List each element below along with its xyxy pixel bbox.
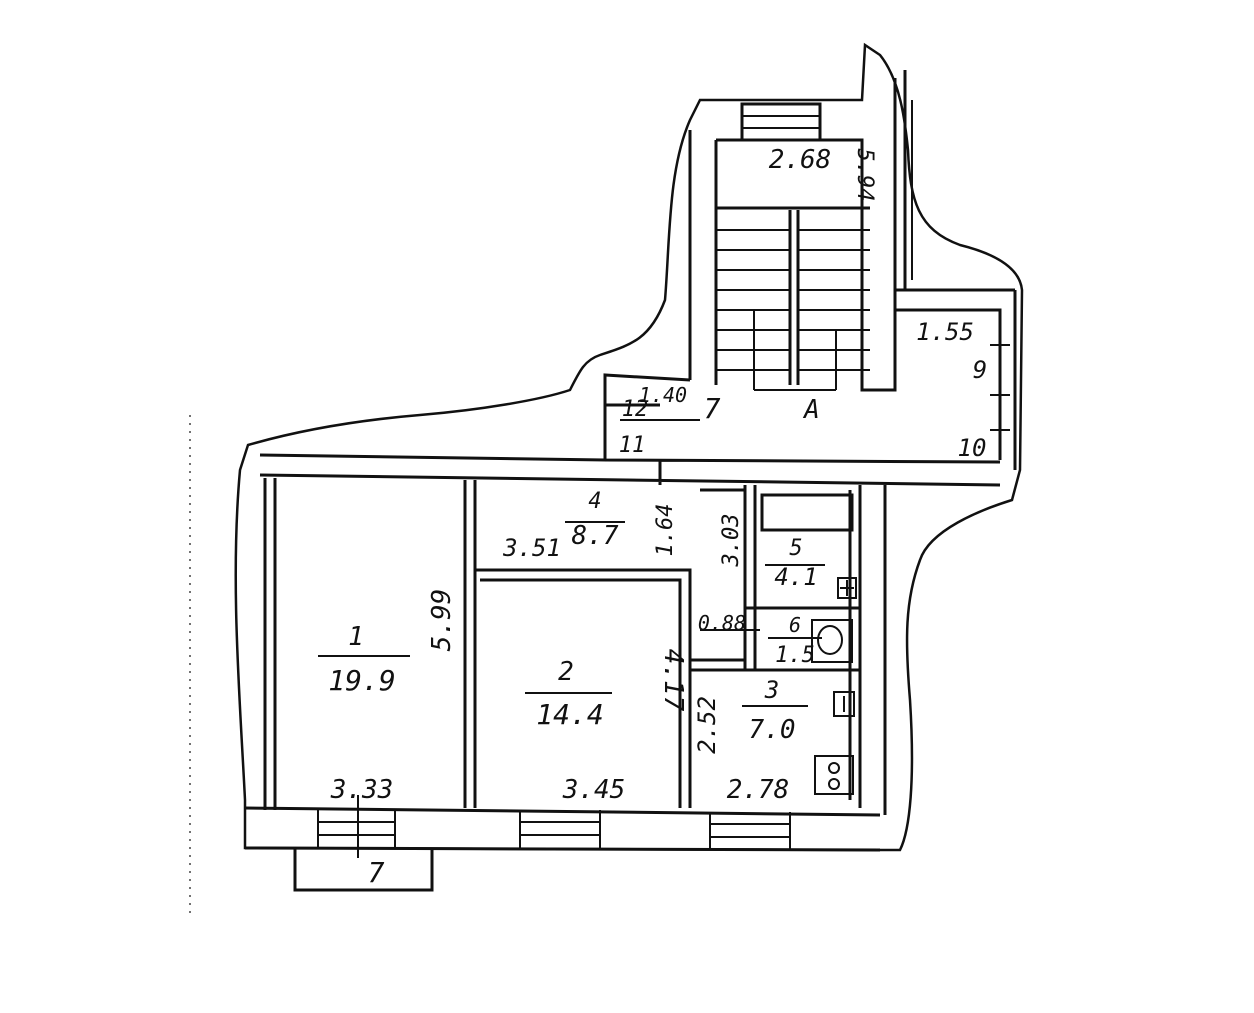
dim-room3-width: 2.78: [727, 775, 790, 805]
corridor-label-11: 11: [619, 433, 646, 458]
room-5-number: 5: [789, 536, 802, 561]
landing-walls: [895, 288, 1017, 470]
toilet-icon: [811, 619, 853, 663]
dim-room6-width: 0.88: [698, 611, 746, 635]
stair-top-vent: [740, 102, 822, 142]
outer-boundary: [234, 42, 1024, 852]
dim-room1-width: 3.33: [330, 775, 394, 805]
dim-stair-length: 5.94: [852, 149, 877, 202]
stove-icon: [814, 755, 854, 795]
room-6-number: 6: [789, 613, 801, 637]
dim-room1-depth: 5.99: [427, 589, 457, 652]
landing-label-10: 10: [958, 434, 987, 462]
room-1-area: 19.9: [328, 664, 395, 697]
dim-room2-width: 3.45: [562, 775, 626, 805]
dim-landing-width: 1.55: [916, 318, 974, 346]
dim-room2-depth: 4.17: [658, 649, 688, 712]
room-2-number: 2: [558, 657, 574, 687]
room-5-area: 4.1: [774, 563, 817, 591]
dim-room4-width: 3.51: [502, 534, 561, 562]
stair-treads: [716, 229, 870, 391]
dim-room3-depth: 2.52: [693, 696, 721, 754]
dim-room4-depth: 1.64: [653, 504, 678, 557]
corridor-walls: [259, 373, 1001, 487]
room-4-number: 4: [588, 489, 601, 514]
stairwell-walls: [688, 78, 897, 392]
dim-corridor-width: 1.40: [639, 383, 687, 407]
room-3-area: 7.0: [749, 715, 796, 745]
apartment-walls: [244, 478, 887, 852]
windows: [317, 810, 791, 850]
corridor-label-7: 7: [704, 392, 721, 425]
room-4-area: 8.7: [572, 521, 619, 551]
landing-label-9: 9: [973, 356, 987, 384]
balcony-label: 7: [368, 856, 385, 889]
room-3-number: 3: [764, 676, 779, 704]
stair-mark-a: A: [802, 395, 820, 425]
room-2-area: 14.4: [536, 698, 603, 731]
dim-room5-depth: 3.03: [719, 514, 744, 568]
outlet-icon: [837, 577, 857, 599]
room-1-number: 1: [348, 622, 364, 652]
corridor-label-12: 12: [622, 397, 649, 422]
outlet-icon-2: [833, 691, 855, 717]
dim-stair-width: 2.68: [769, 145, 832, 175]
balcony-outline: [293, 848, 434, 892]
room-6-area: 1.5: [775, 643, 815, 668]
